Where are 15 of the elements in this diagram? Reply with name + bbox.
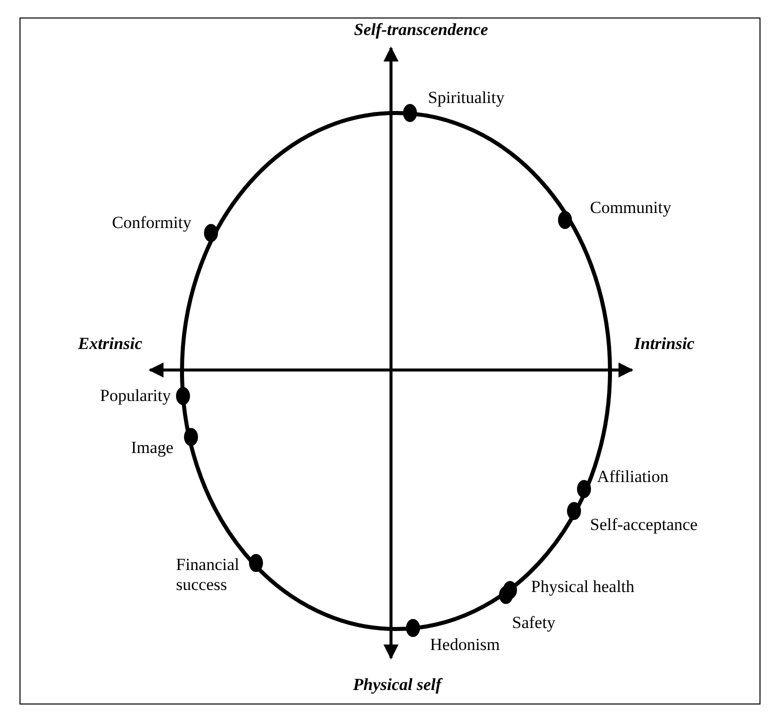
axis-label: Physical self xyxy=(353,675,442,695)
value-label: Financial success xyxy=(176,555,240,595)
axis-label: Extrinsic xyxy=(78,334,142,354)
value-label: Affiliation xyxy=(597,467,668,487)
value-label: Spirituality xyxy=(428,88,504,108)
axis-label: Self-transcendence xyxy=(354,20,488,40)
value-label: Image xyxy=(131,438,174,458)
value-label: Self-acceptance xyxy=(590,515,698,535)
value-label: Safety xyxy=(512,613,556,633)
value-label: Hedonism xyxy=(430,635,500,655)
value-label: Community xyxy=(590,198,672,218)
value-label: Physical health xyxy=(531,577,634,597)
axis-label: Intrinsic xyxy=(634,334,694,354)
value-label: Conformity xyxy=(112,213,192,233)
value-label: Popularity xyxy=(100,386,171,406)
